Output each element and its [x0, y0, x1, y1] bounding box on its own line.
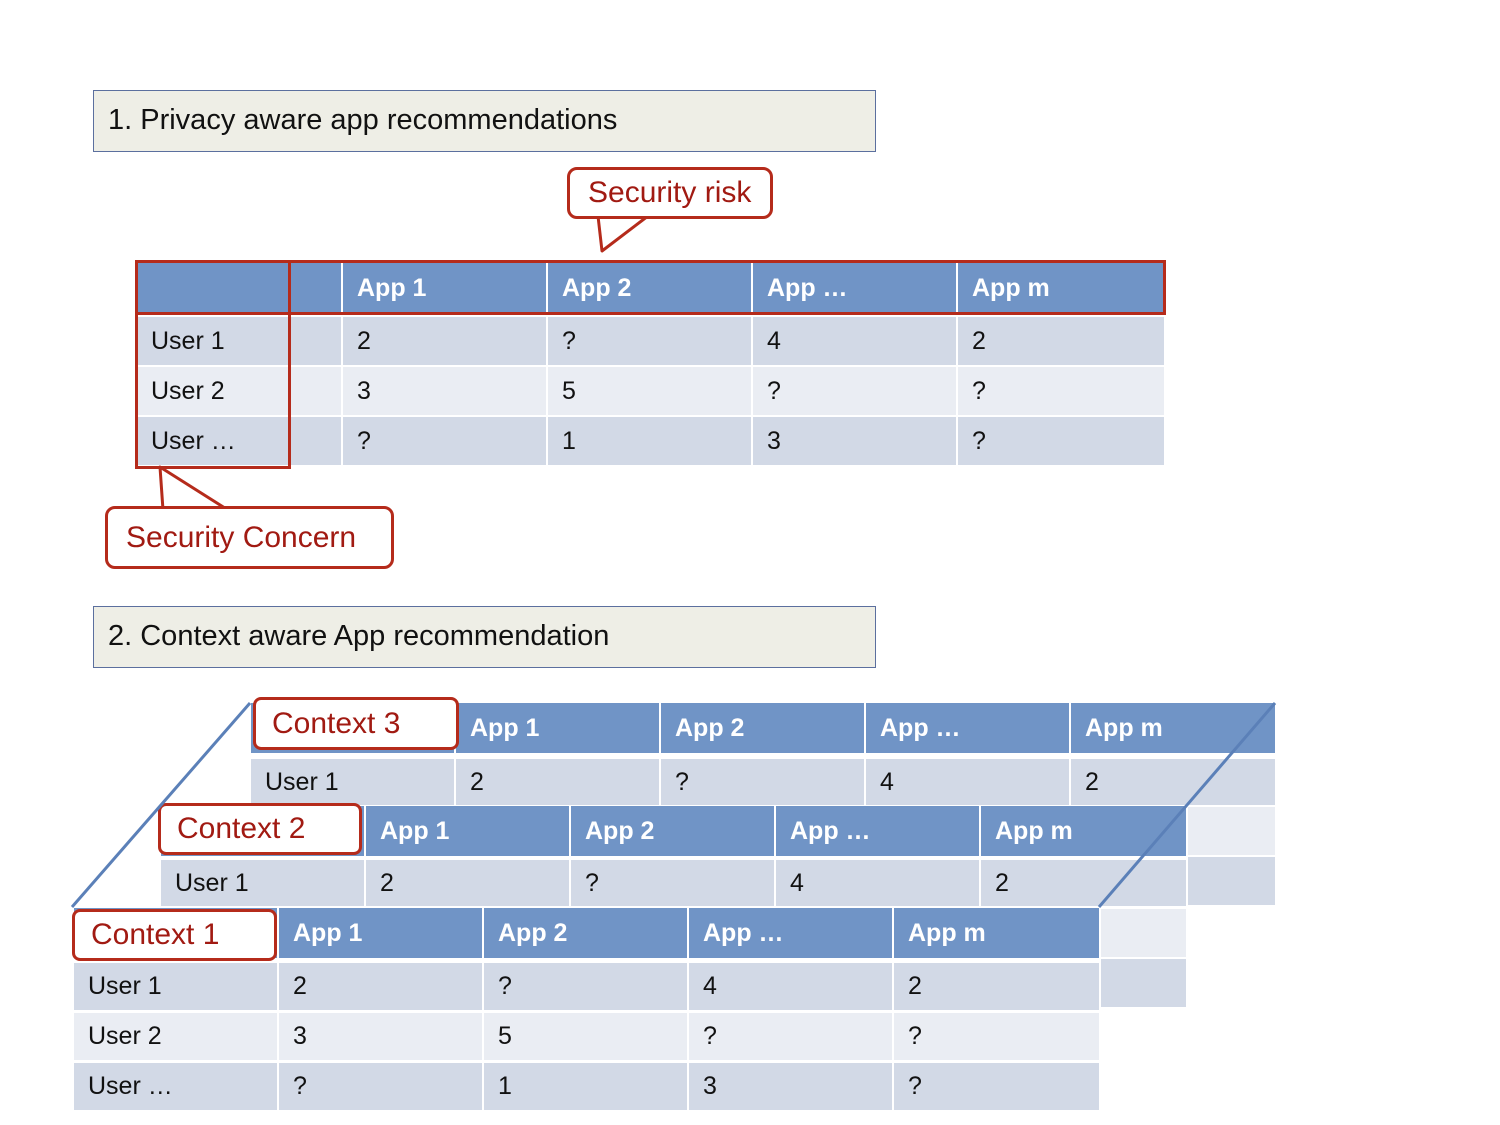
s1-cell: ?: [548, 317, 751, 365]
c3-cell: [1188, 857, 1275, 905]
c3-cell: 2: [1071, 759, 1275, 805]
c3-cell: ?: [661, 759, 864, 805]
s1-header-app: App m: [958, 263, 1164, 313]
c1-header-app: App 1: [279, 908, 482, 958]
c3-header-app: App …: [866, 703, 1069, 753]
s1-header-corner: [137, 263, 288, 313]
s1-header-blank: [290, 263, 341, 313]
c3-header-app: App 1: [456, 703, 659, 753]
c1-row-label: User …: [74, 1063, 277, 1110]
s1-cell: 1: [548, 417, 751, 465]
s1-row-label: User …: [137, 417, 288, 465]
s1-header-app: App …: [753, 263, 956, 313]
c1-cell: ?: [894, 1013, 1099, 1060]
security-risk-callout: Security risk: [567, 167, 773, 219]
section1-title: 1. Privacy aware app recommendations: [93, 90, 876, 152]
s1-cell: [290, 417, 341, 465]
c2-cell: 4: [776, 860, 979, 906]
s1-cell: 3: [343, 367, 546, 415]
c1-cell: ?: [894, 1063, 1099, 1110]
c1-header-app: App m: [894, 908, 1099, 958]
c2-cell: [1101, 909, 1186, 957]
s1-cell: ?: [958, 417, 1164, 465]
c2-cell: [1101, 959, 1186, 1007]
s1-header-app: App 1: [343, 263, 546, 313]
c1-cell: 5: [484, 1013, 687, 1060]
s1-cell: 4: [753, 317, 956, 365]
s1-cell: [290, 367, 341, 415]
s1-cell: 3: [753, 417, 956, 465]
c2-row-label: User 1: [161, 860, 364, 906]
c1-cell: 2: [279, 963, 482, 1010]
c3-cell: 4: [866, 759, 1069, 805]
c1-row-label: User 1: [74, 963, 277, 1010]
security-concern-callout: Security Concern: [105, 506, 394, 569]
c1-cell: 4: [689, 963, 892, 1010]
context3-label: Context 3: [253, 697, 459, 750]
depth-connector-right: [1097, 702, 1277, 908]
c3-row-label: User 1: [251, 759, 454, 805]
section2-title: 2. Context aware App recommendation: [93, 606, 876, 668]
c1-cell: 3: [689, 1063, 892, 1110]
c1-cell: ?: [279, 1063, 482, 1110]
c1-cell: ?: [689, 1013, 892, 1060]
s1-header-app: App 2: [548, 263, 751, 313]
c2-cell: 2: [981, 860, 1186, 906]
s1-cell: ?: [343, 417, 546, 465]
c3-header-app: App 2: [661, 703, 864, 753]
context2-label: Context 2: [158, 803, 362, 855]
s1-cell: [290, 317, 341, 365]
s1-cell: ?: [958, 367, 1164, 415]
c1-cell: 2: [894, 963, 1099, 1010]
s1-row-label: User 1: [137, 317, 288, 365]
c2-header-app: App 2: [571, 806, 774, 856]
c1-header-app: App …: [689, 908, 892, 958]
c2-cell: 2: [366, 860, 569, 906]
c3-cell: [1188, 807, 1275, 855]
c1-cell: 3: [279, 1013, 482, 1060]
s1-row-label: User 2: [137, 367, 288, 415]
c1-cell: 1: [484, 1063, 687, 1110]
s1-cell: 2: [343, 317, 546, 365]
c2-cell: ?: [571, 860, 774, 906]
security-concern-highlight: [135, 260, 291, 469]
s1-cell: 5: [548, 367, 751, 415]
c2-header-app: App 1: [366, 806, 569, 856]
c1-row-label: User 2: [74, 1013, 277, 1060]
c1-header-app: App 2: [484, 908, 687, 958]
context1-label: Context 1: [72, 909, 277, 961]
c1-cell: ?: [484, 963, 687, 1010]
c3-cell: 2: [456, 759, 659, 805]
c2-header-app: App …: [776, 806, 979, 856]
depth-connector-left: [70, 702, 252, 908]
s1-cell: 2: [958, 317, 1164, 365]
s1-cell: ?: [753, 367, 956, 415]
